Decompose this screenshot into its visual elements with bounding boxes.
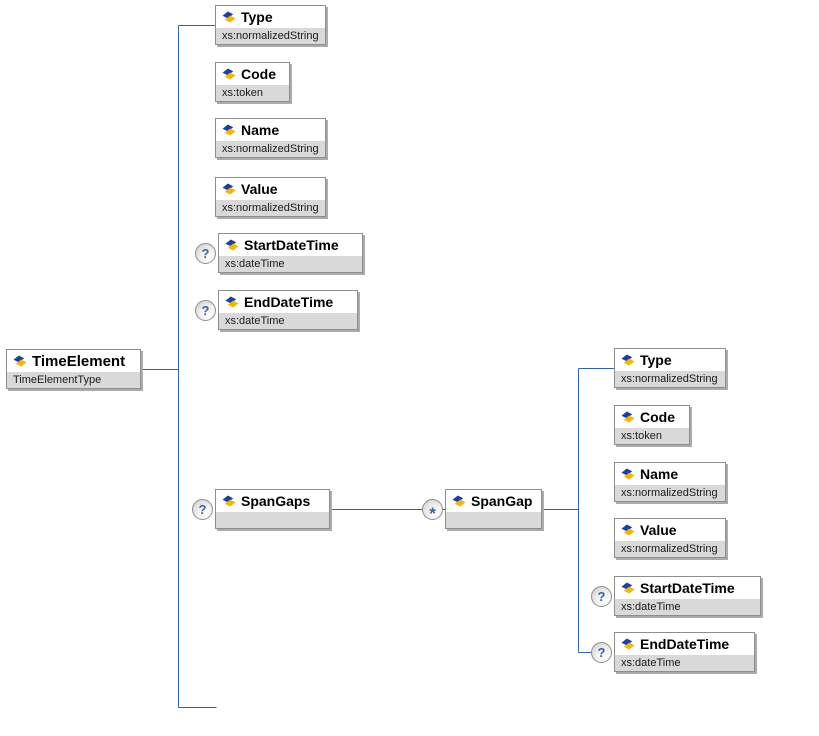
element-box-startdatetime-1[interactable]: StartDateTime xs:dateTime [218, 233, 363, 273]
element-name: Type [640, 352, 672, 368]
element-box-enddatetime-1[interactable]: EndDateTime xs:dateTime [218, 290, 358, 330]
element-box-code-2[interactable]: Code xs:token [614, 405, 690, 445]
element-title-row: Type [216, 6, 325, 28]
element-title-row: Value [615, 519, 725, 541]
optional-badge: ? [195, 243, 216, 264]
element-title-row: Value [216, 178, 325, 200]
element-name: StartDateTime [640, 580, 735, 596]
element-title-row: EndDateTime [219, 291, 357, 313]
element-icon [452, 495, 466, 507]
element-datatype: xs:dateTime [615, 599, 760, 615]
element-box-name-2[interactable]: Name xs:normalizedString [614, 462, 726, 502]
element-title-row: Code [216, 63, 289, 85]
element-icon [621, 582, 635, 594]
element-name: Code [640, 409, 675, 425]
element-datatype: xs:normalizedString [615, 541, 725, 557]
element-name: TimeElement [32, 352, 126, 370]
element-icon [225, 239, 239, 251]
element-box-startdatetime-2[interactable]: StartDateTime xs:dateTime [614, 576, 761, 616]
element-datatype [216, 512, 329, 528]
element-datatype: xs:normalizedString [615, 485, 725, 501]
badge-glyph: * [429, 503, 436, 523]
element-box-enddatetime-2[interactable]: EndDateTime xs:dateTime [614, 632, 755, 672]
element-title-row: EndDateTime [615, 633, 754, 655]
element-datatype: xs:dateTime [615, 655, 754, 671]
element-icon [621, 354, 635, 366]
element-icon [621, 468, 635, 480]
element-datatype: xs:normalizedString [615, 371, 725, 387]
element-datatype: xs:normalizedString [216, 141, 325, 157]
element-icon [621, 638, 635, 650]
element-icon [222, 183, 236, 195]
element-datatype: xs:dateTime [219, 256, 362, 272]
element-title-row: TimeElement [7, 350, 140, 372]
element-title-row: Name [615, 463, 725, 485]
element-title-row: Type [615, 349, 725, 371]
element-name: Name [241, 122, 280, 138]
element-name: SpanGaps [241, 493, 311, 509]
element-box-type-2[interactable]: Type xs:normalizedString [614, 348, 726, 388]
optional-badge: ? [195, 300, 216, 321]
element-box-spangap[interactable]: SpanGap [445, 489, 542, 529]
optional-badge: ? [591, 586, 612, 607]
element-name: Type [241, 9, 273, 25]
element-title-row: Name [216, 119, 325, 141]
element-name: Code [241, 66, 276, 82]
element-box-value-1[interactable]: Value xs:normalizedString [215, 177, 326, 217]
badge-glyph: ? [198, 502, 207, 517]
repeating-badge: * [422, 499, 443, 523]
element-icon [222, 68, 236, 80]
element-datatype: xs:token [615, 428, 689, 444]
element-datatype: TimeElementType [7, 372, 140, 388]
element-icon [222, 124, 236, 136]
element-icon [222, 11, 236, 23]
optional-badge: ? [591, 642, 612, 663]
element-icon [621, 411, 635, 423]
element-icon [225, 296, 239, 308]
element-name: Name [640, 466, 679, 482]
element-box-code-1[interactable]: Code xs:token [215, 62, 290, 102]
element-title-row: Code [615, 406, 689, 428]
element-name: SpanGap [471, 493, 533, 509]
element-title-row: SpanGap [446, 490, 541, 512]
element-datatype: xs:normalizedString [216, 28, 325, 44]
element-title-row: SpanGaps [216, 490, 329, 512]
element-title-row: StartDateTime [219, 234, 362, 256]
element-datatype: xs:normalizedString [216, 200, 325, 216]
element-name: StartDateTime [244, 237, 339, 253]
element-box-type-1[interactable]: Type xs:normalizedString [215, 5, 326, 45]
element-box-name-1[interactable]: Name xs:normalizedString [215, 118, 326, 158]
element-box-spangaps[interactable]: SpanGaps [215, 489, 330, 529]
badge-glyph: ? [597, 645, 606, 660]
badge-glyph: ? [201, 303, 210, 318]
element-title-row: StartDateTime [615, 577, 760, 599]
element-icon [13, 355, 27, 367]
element-name: EndDateTime [244, 294, 334, 310]
badge-glyph: ? [201, 246, 210, 261]
optional-badge: ? [192, 499, 213, 520]
element-name: Value [241, 181, 278, 197]
badge-glyph: ? [597, 589, 606, 604]
element-datatype [446, 512, 541, 528]
element-name: EndDateTime [640, 636, 730, 652]
element-datatype: xs:token [216, 85, 289, 101]
element-datatype: xs:dateTime [219, 313, 357, 329]
element-box-value-2[interactable]: Value xs:normalizedString [614, 518, 726, 558]
element-icon [222, 495, 236, 507]
element-name: Value [640, 522, 677, 538]
element-icon [621, 524, 635, 536]
